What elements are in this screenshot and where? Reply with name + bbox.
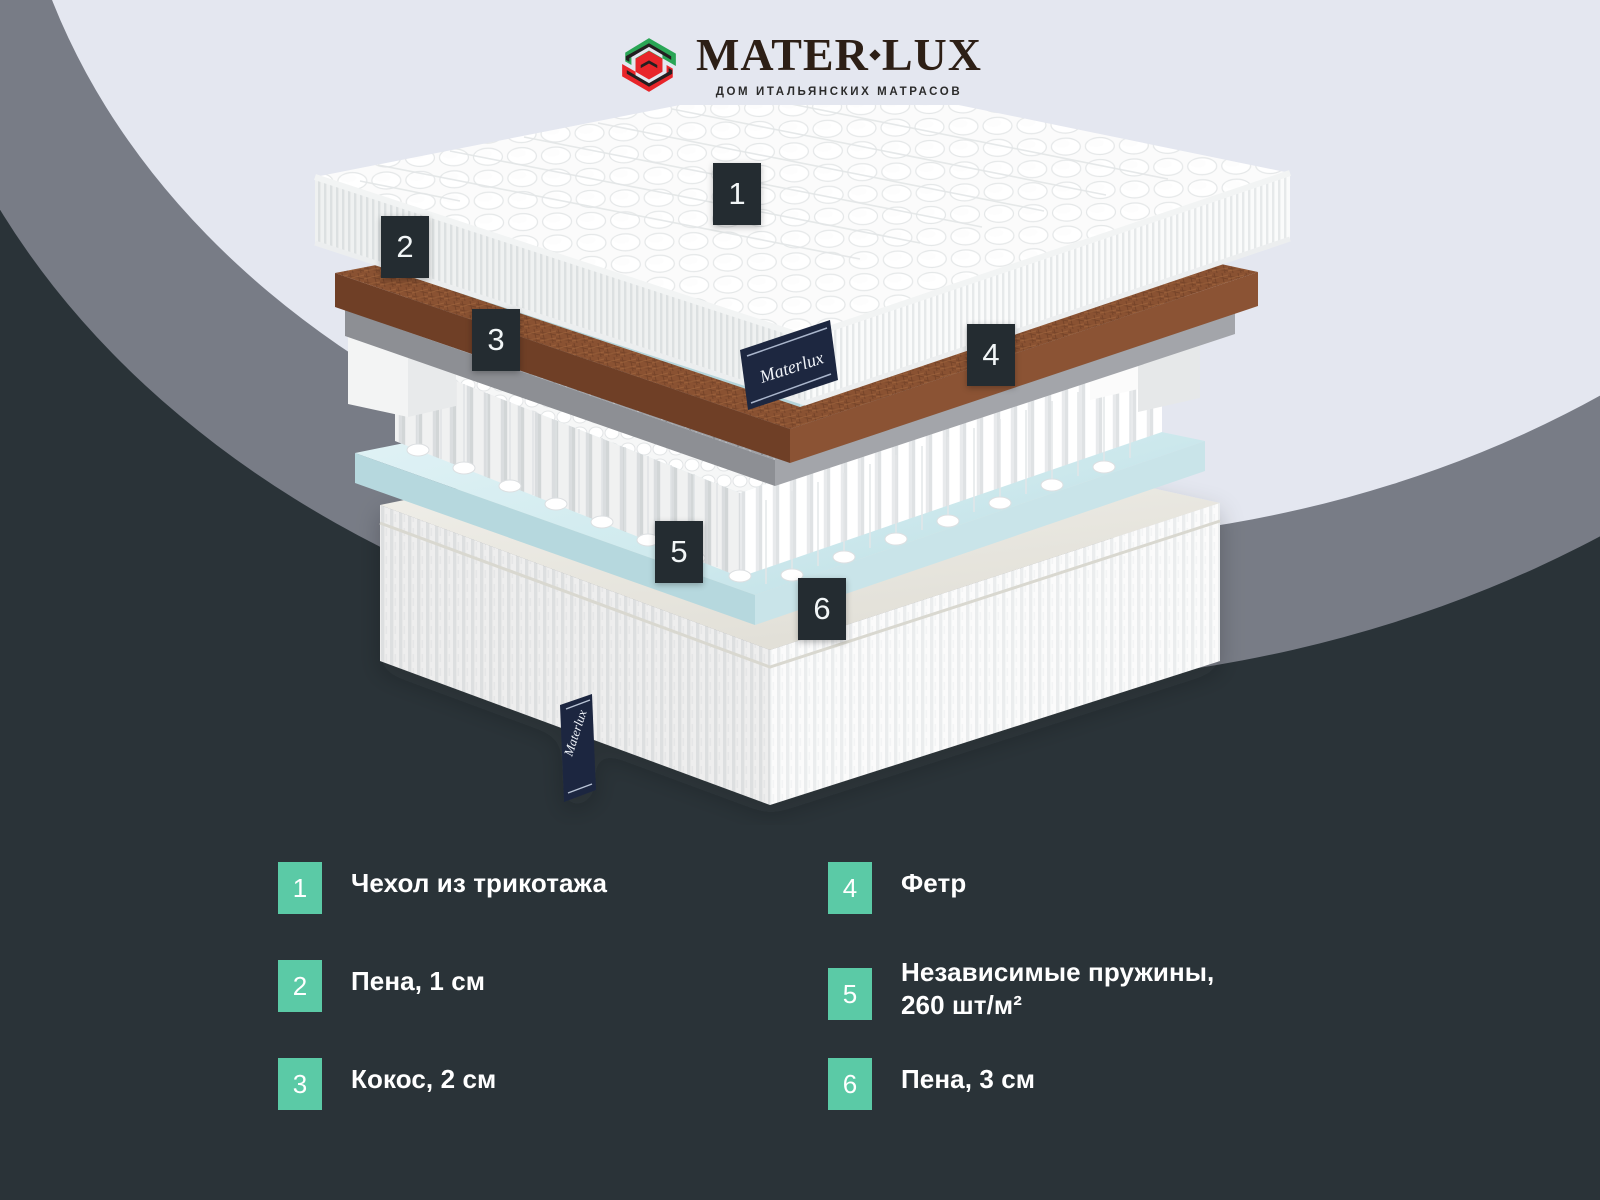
coir-front-right — [790, 272, 1258, 463]
callout-badge-5: 5 — [655, 521, 703, 583]
diamond-separator-icon — [869, 49, 881, 61]
materlux-hexagon-logo-icon — [618, 34, 680, 96]
legend-badge-2: 2 — [278, 960, 322, 1012]
legend-item-5: 5 Независимые пружины, 260 шт/м² — [828, 946, 1338, 1044]
cover-side-left — [315, 177, 805, 403]
legend-label-2: Пена, 1 см — [351, 966, 486, 996]
springs-front-left — [395, 357, 740, 577]
legend-column-right: 4 Фетр 5 Независимые пружины, 260 шт/м² … — [828, 848, 1338, 1142]
legend-label-5-line1: Независимые пружины, — [901, 957, 1215, 987]
layer-1-knit-cover: Materlux — [314, 105, 1291, 410]
cover-side-right — [805, 173, 1290, 403]
springs-front-right — [740, 348, 1162, 577]
legend-label-3: Кокос, 2 см — [351, 1064, 497, 1094]
brand-tagline: ДОМ ИТАЛЬЯНСКИХ МАТРАСОВ — [715, 86, 963, 98]
legend-item-2: 2 Пена, 1 см — [278, 946, 788, 1044]
mattress-exploded-illustration: Materlux — [300, 105, 1300, 825]
brand-name-part-3: LUX — [881, 29, 982, 80]
legend-item-1: 1 Чехол из трикотажа — [278, 848, 788, 946]
felt-front-right — [775, 308, 1235, 486]
legend-label-1: Чехол из трикотажа — [351, 868, 608, 898]
callout-number: 3 — [487, 322, 505, 357]
layers-legend: 1 Чехол из трикотажа 2 Пена, 1 см 3 Коко… — [278, 848, 1338, 1142]
callout-badge-2: 2 — [381, 216, 429, 278]
cover-top-face — [315, 105, 1290, 337]
brand-name-part-2: R — [834, 29, 869, 80]
callout-badge-4: 4 — [967, 324, 1015, 386]
brand-tag-cover: Materlux — [740, 320, 838, 410]
legend-label-5-line2: 260 шт/м² — [901, 990, 1023, 1020]
brand-tag-base — [560, 694, 596, 802]
callout-badge-6: 6 — [798, 578, 846, 640]
callout-number: 1 — [728, 176, 746, 211]
callout-number: 4 — [982, 337, 1000, 372]
felt-front-left — [345, 310, 775, 486]
legend-column-left: 1 Чехол из трикотажа 2 Пена, 1 см 3 Коко… — [278, 848, 788, 1142]
callout-badge-1: 1 — [713, 163, 761, 225]
legend-badge-6: 6 — [828, 1058, 872, 1110]
foam6-front-right — [755, 441, 1205, 625]
legend-item-6: 6 Пена, 3 см — [828, 1044, 1338, 1142]
legend-label-5: Независимые пружины, 260 шт/м² — [901, 946, 1214, 1022]
callout-number: 6 — [813, 591, 831, 626]
callout-number: 2 — [396, 229, 414, 264]
legend-badge-3: 3 — [278, 1058, 322, 1110]
legend-badge-1: 1 — [278, 862, 322, 914]
legend-label-6: Пена, 3 см — [901, 1064, 1036, 1094]
legend-badge-4: 4 — [828, 862, 872, 914]
legend-label-4: Фетр — [901, 868, 967, 898]
callout-number: 5 — [670, 534, 688, 569]
legend-item-3: 3 Кокос, 2 см — [278, 1044, 788, 1142]
callout-badge-3: 3 — [472, 309, 520, 371]
coir-front-left — [335, 273, 790, 463]
legend-item-4: 4 Фетр — [828, 848, 1338, 946]
legend-badge-5: 5 — [828, 968, 872, 1020]
brand-name-part-1: MATE — [696, 29, 835, 80]
